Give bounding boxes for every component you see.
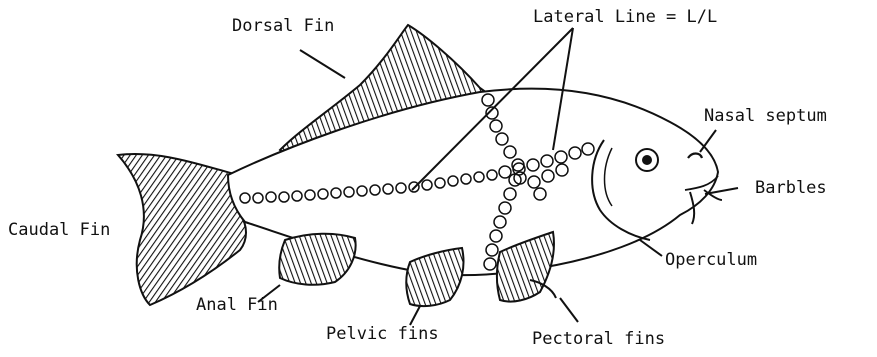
label-pectoral-fins: Pectoral fins (532, 331, 665, 348)
label-nasal-septum: Nasal septum (704, 108, 827, 125)
caudal-fin-shape (118, 154, 246, 305)
label-operculum: Operculum (665, 252, 757, 269)
label-caudal-fin: Caudal Fin (8, 222, 110, 239)
label-lateral-line: Lateral Line = L/L (533, 9, 717, 26)
label-pelvic-fins: Pelvic fins (326, 326, 439, 343)
label-anal-fin: Anal Fin (196, 297, 278, 314)
label-dorsal-fin: Dorsal Fin (232, 18, 334, 35)
anal-fin-shape (279, 234, 355, 285)
label-barbles: Barbles (755, 180, 827, 197)
